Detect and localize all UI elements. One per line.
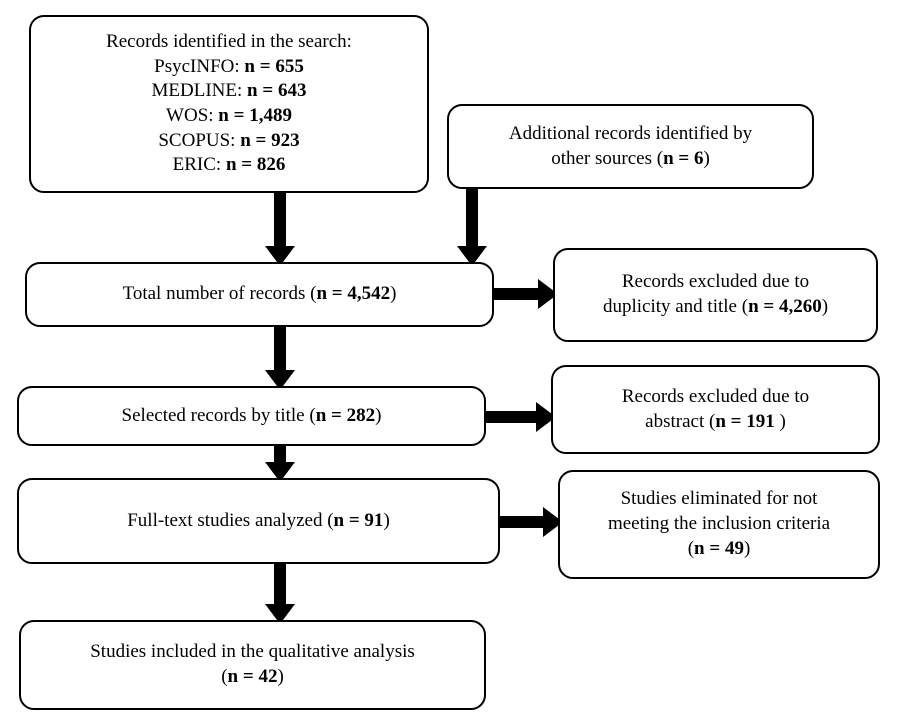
arrow-total-to-excluded-duplicity — [490, 277, 558, 311]
node-text: Studies included in the qualitative anal… — [90, 641, 415, 687]
node-selected-records-by-title: Selected records by title (n = 282) — [17, 386, 486, 446]
node-text: Selected records by title (n = 282) — [121, 404, 382, 426]
arrow-additional-to-total — [455, 186, 489, 266]
arrow-fulltext-to-eliminated — [496, 505, 563, 539]
arrow-total-to-selected — [263, 324, 297, 390]
node-text: Full-text studies analyzed (n = 91) — [127, 509, 390, 531]
arrow-selected-to-excluded-abstract — [482, 400, 556, 434]
node-full-text-studies-analyzed: Full-text studies analyzed (n = 91) — [17, 478, 500, 564]
arrow-selected-to-fulltext — [263, 443, 297, 482]
node-records-identified-in-search: Records identified in the search:PsycINF… — [29, 15, 429, 193]
node-studies-included: Studies included in the qualitative anal… — [19, 620, 486, 710]
node-text: Records identified in the search:PsycINF… — [106, 30, 352, 176]
arrow-sources-to-total — [263, 190, 297, 266]
arrow-fulltext-to-included — [263, 561, 297, 624]
node-total-number-of-records: Total number of records (n = 4,542) — [25, 262, 494, 327]
node-text: Total number of records (n = 4,542) — [122, 283, 397, 305]
